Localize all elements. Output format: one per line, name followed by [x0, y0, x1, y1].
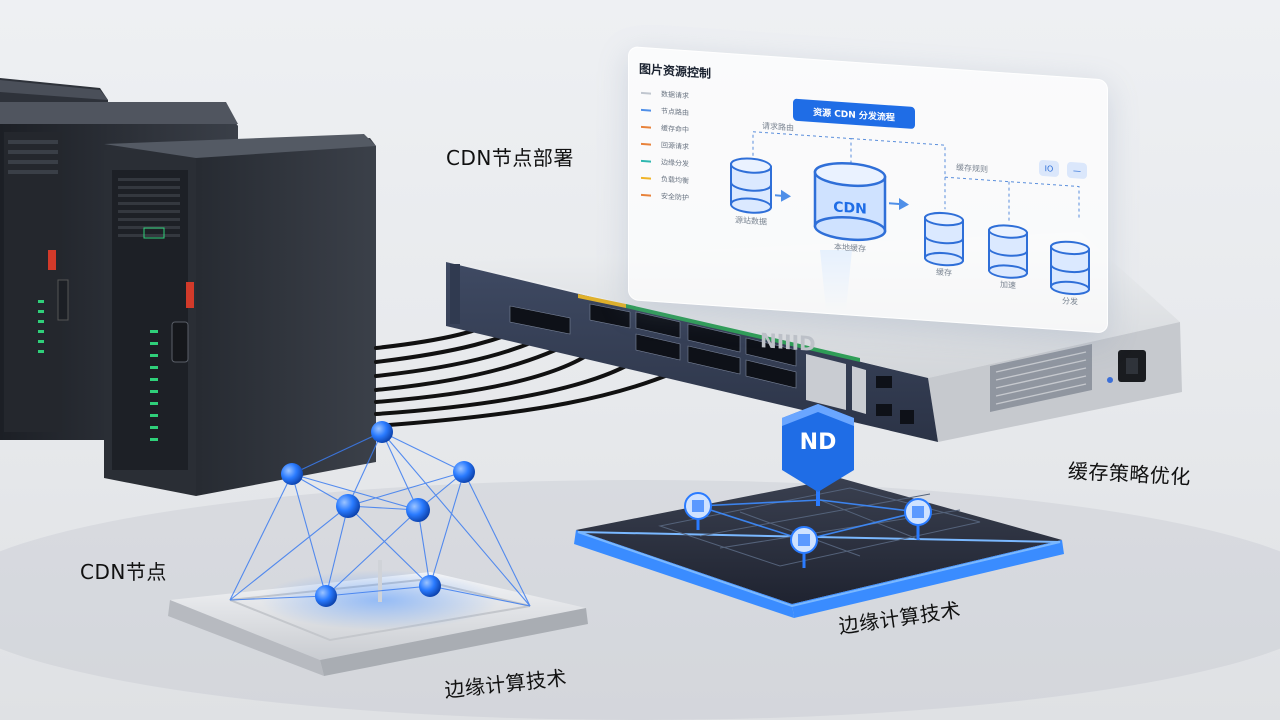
cdn-cylinder: CDN	[813, 162, 887, 242]
cdn-deploy-label: CDN节点部署	[446, 146, 574, 170]
nd-badge-text: ND	[799, 430, 837, 455]
source-cylinder	[730, 157, 772, 214]
edge-cylinder-1	[924, 211, 964, 267]
edge-cylinder-2	[988, 224, 1028, 279]
svg-text:NIIID: NIIID	[760, 328, 816, 356]
nd-badge	[782, 404, 854, 506]
panel-flow-diagram: CDN	[730, 131, 1090, 296]
cdn-cylinder-text: CDN	[833, 199, 867, 217]
cdn-node-label: CDN节点	[80, 560, 167, 584]
server-rack-front	[104, 134, 376, 496]
edge-pad-right	[574, 478, 1064, 618]
edge-cylinder-3	[1050, 240, 1090, 296]
network-nodes	[281, 421, 475, 607]
edge-pad-left	[168, 560, 588, 676]
cdn-flow-panel: 图片资源控制 数据请求 节点路由 缓存命中 回源请求 边缘分发 负载均衡 安全防…	[628, 46, 1108, 334]
